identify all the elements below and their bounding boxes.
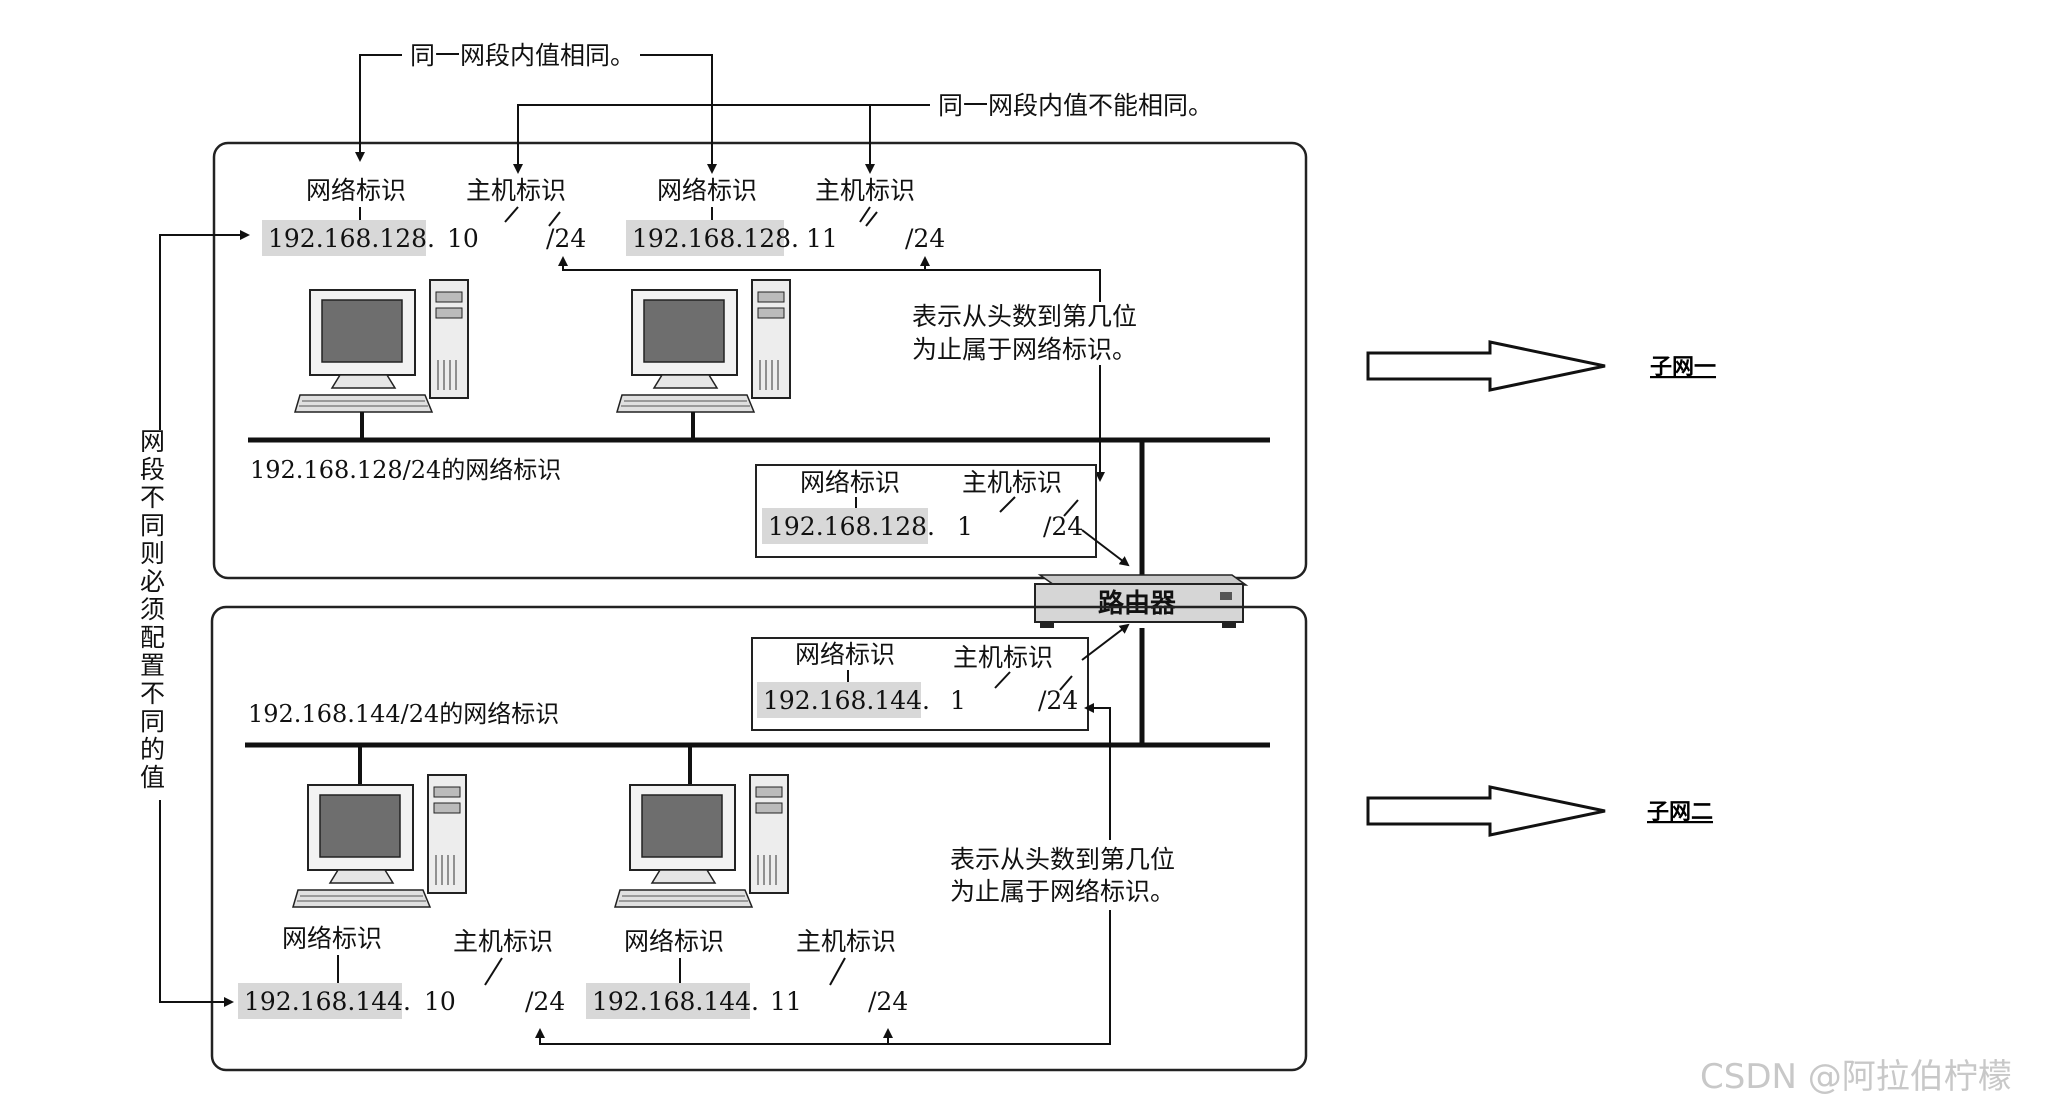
network-id-label: 网络标识 xyxy=(282,924,382,953)
prefix-note-line2: 为止属于网络标识。 xyxy=(950,877,1175,906)
host-id-value: 10 xyxy=(424,987,456,1016)
watermark: CSDN @阿拉伯柠檬 xyxy=(1700,1057,2012,1097)
computer-icon xyxy=(616,279,791,413)
network-id-value: 192.168.144. xyxy=(763,686,930,715)
subnet1-label: 子网一 xyxy=(1650,355,1716,380)
prefix-value: /24 xyxy=(868,987,908,1016)
prefix-value: /24 xyxy=(525,987,565,1016)
host-id-label: 主机标识 xyxy=(815,176,915,205)
subnet2-router-interface: 网络标识 主机标识 192.168.144. 1 /24 xyxy=(751,623,1130,731)
host-id-label: 主机标识 xyxy=(796,927,896,956)
host-id-label: 主机标识 xyxy=(453,927,553,956)
subnet2-network-caption: 192.168.144/24的网络标识 xyxy=(248,700,559,728)
subnet2-pointer: 子网二 xyxy=(1366,785,1713,837)
subnet1-pointer: 子网一 xyxy=(1366,340,1716,392)
network-id-label: 网络标识 xyxy=(795,640,895,669)
same-value-arrows: 同一网段内值相同。 xyxy=(355,41,717,174)
network-id-value: 192.168.144. xyxy=(244,987,411,1016)
hollow-arrow-icon xyxy=(1366,785,1606,837)
subnet1-host-b-address: 网络标识 主机标识 192.168.128. 11 /24 xyxy=(626,176,945,256)
network-id-value: 192.168.128. xyxy=(632,224,799,253)
host-id-label: 主机标识 xyxy=(466,176,566,205)
subnet2-host-b-address: 网络标识 主机标识 192.168.144. 11 /24 xyxy=(586,927,908,1019)
subnet1-box xyxy=(212,141,1308,580)
host-id-label: 主机标识 xyxy=(962,468,1062,497)
network-id-value: 192.168.128. xyxy=(768,512,935,541)
subnet2-host-a-address: 网络标识 主机标识 192.168.144. 10 /24 xyxy=(238,924,565,1019)
different-value-note: 同一网段内值不能相同。 xyxy=(938,91,1213,120)
router: 路由器 xyxy=(1034,574,1249,628)
network-id-value: 192.168.144. xyxy=(592,987,759,1016)
computer-icon xyxy=(614,774,789,908)
subnet1-prefix-arrow: 表示从头数到第几位 为止属于网络标识。 xyxy=(558,256,1137,482)
subnet2-box xyxy=(210,605,1308,1072)
hollow-arrow-icon xyxy=(1366,340,1606,392)
host-id-value: 11 xyxy=(806,224,838,253)
computer-icon xyxy=(292,774,467,908)
prefix-value: /24 xyxy=(1038,686,1078,715)
subnet2-label: 子网二 xyxy=(1647,800,1713,825)
network-id-value: 192.168.128. xyxy=(268,224,435,253)
network-id-label: 网络标识 xyxy=(306,176,406,205)
prefix-note-line1: 表示从头数到第几位 xyxy=(912,302,1137,331)
host-id-value: 10 xyxy=(447,224,479,253)
different-value-arrows: 同一网段内值不能相同。 xyxy=(513,91,1213,174)
vertical-note-text: 网段不同则必须配置不同的值 xyxy=(140,427,165,792)
network-id-label: 网络标识 xyxy=(657,176,757,205)
prefix-note-line1: 表示从头数到第几位 xyxy=(950,845,1175,874)
host-id-value: 11 xyxy=(770,987,802,1016)
prefix-value: /24 xyxy=(905,224,945,253)
same-value-note: 同一网段内值相同。 xyxy=(410,41,635,70)
host-id-label: 主机标识 xyxy=(953,643,1053,672)
host-id-value: 1 xyxy=(957,512,973,541)
router-label: 路由器 xyxy=(1098,588,1177,619)
subnet1-host-a-address: 网络标识 主机标识 192.168.128. 10 /24 xyxy=(262,176,586,256)
prefix-note-line2: 为止属于网络标识。 xyxy=(912,335,1137,364)
prefix-value: /24 xyxy=(546,224,586,253)
prefix-value: /24 xyxy=(1043,512,1083,541)
vertical-note: 网段不同则必须配置不同的值 xyxy=(140,230,250,1007)
network-id-label: 网络标识 xyxy=(624,927,724,956)
network-id-label: 网络标识 xyxy=(800,468,900,497)
host-id-value: 1 xyxy=(950,686,966,715)
computer-icon xyxy=(294,279,469,413)
subnet1-network-caption: 192.168.128/24的网络标识 xyxy=(250,456,561,484)
subnet1-router-interface: 网络标识 主机标识 192.168.128. 1 /24 xyxy=(755,464,1130,567)
subnet2-prefix-arrow: 表示从头数到第几位 为止属于网络标识。 xyxy=(535,703,1175,1045)
